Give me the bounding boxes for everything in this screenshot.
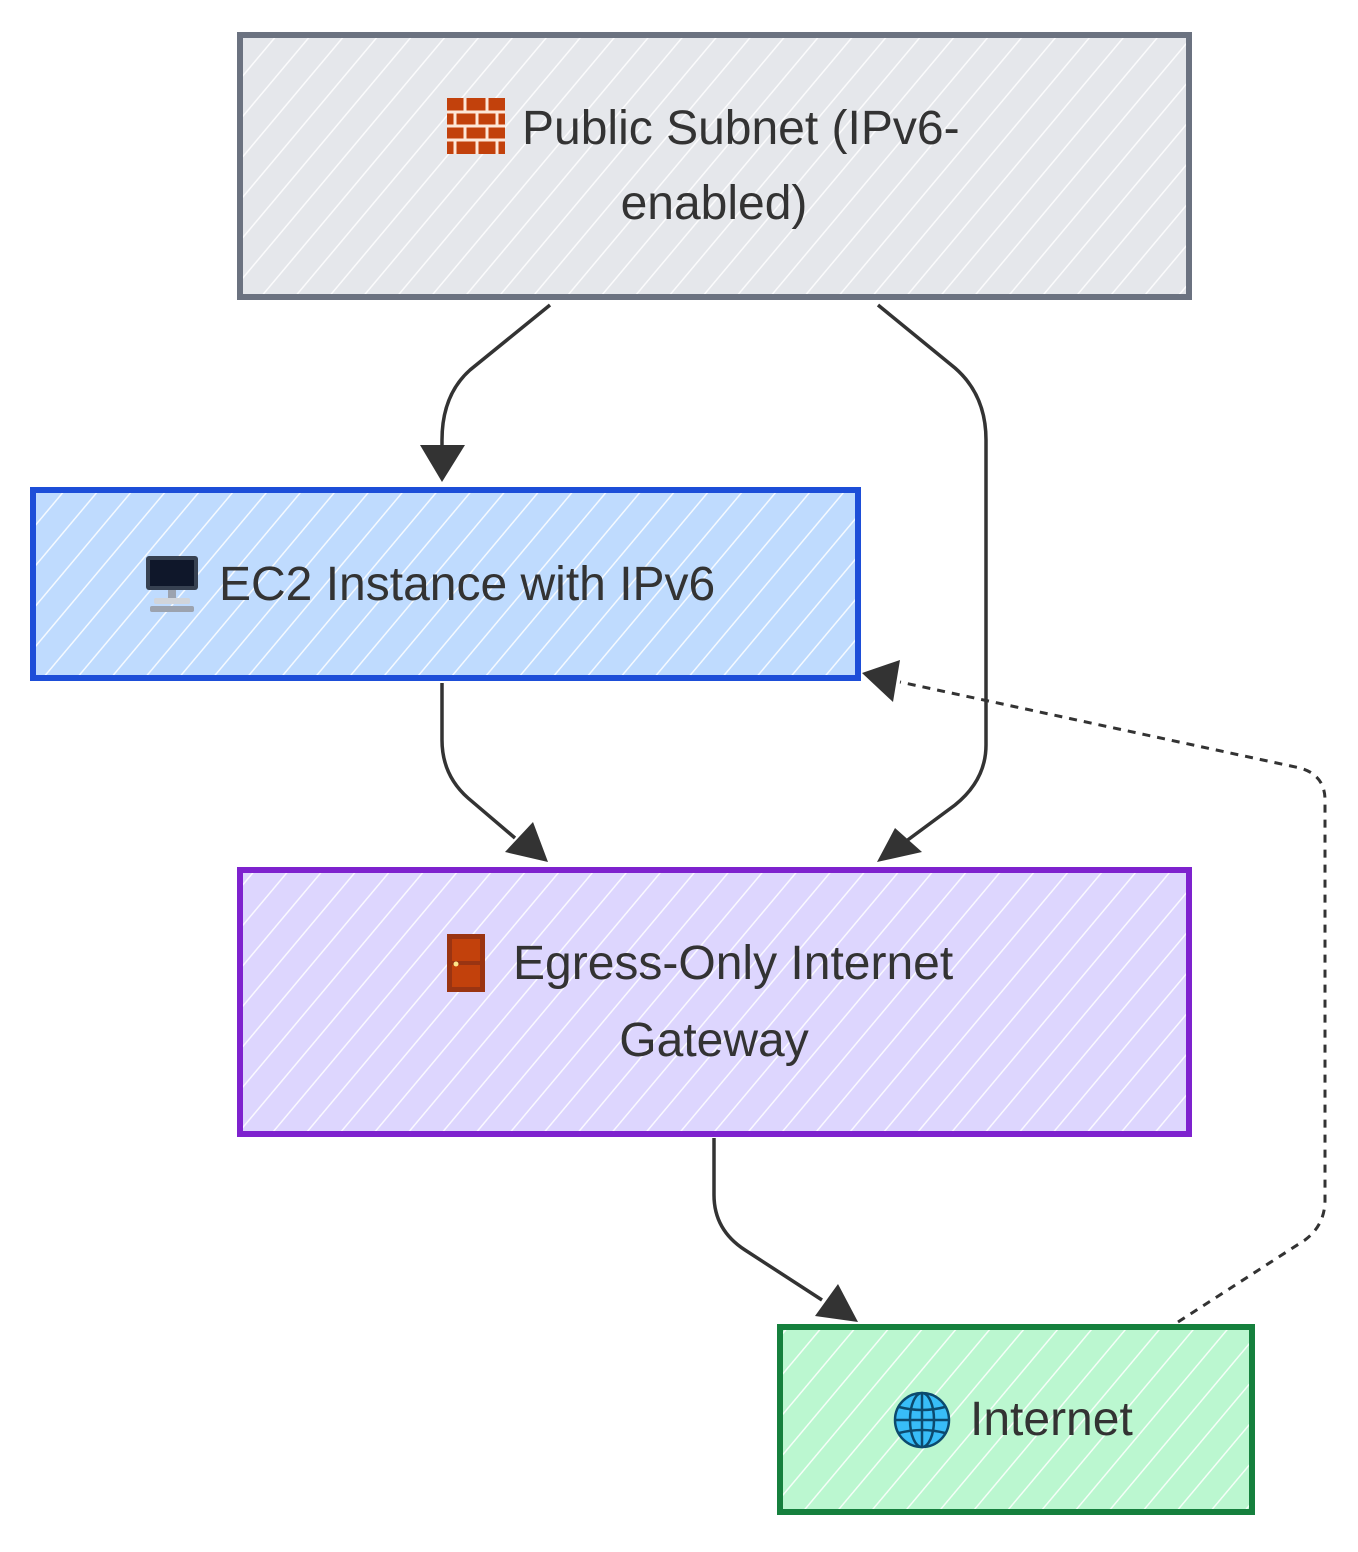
door-icon (447, 934, 485, 992)
node-ec2-instance[interactable]: EC2 Instance with IPv6 (30, 487, 861, 681)
node-internet[interactable]: Internet (777, 1324, 1255, 1515)
globe-icon (893, 1391, 951, 1449)
node-ec2-instance-label: EC2 Instance with IPv6 (219, 558, 715, 611)
arrowhead-gateway-to-internet (815, 1284, 858, 1322)
desktop-computer-icon (146, 556, 198, 612)
node-egress-gateway-label-line2: Gateway (619, 1014, 808, 1067)
edges (420, 303, 1327, 1324)
edge-subnet-to-ec2 (440, 303, 552, 450)
edge-ec2-to-gateway (440, 683, 517, 840)
node-public-subnet[interactable]: Public Subnet (IPv6- enabled) (237, 32, 1192, 300)
node-egress-gateway-label-line1: Egress-Only Internet (513, 937, 953, 990)
node-internet-label: Internet (970, 1393, 1133, 1446)
node-public-subnet-label-line2: enabled) (621, 177, 808, 230)
node-public-subnet-label-line1: Public Subnet (IPv6- (522, 102, 960, 155)
arrowhead-subnet-to-ec2 (420, 445, 465, 482)
edge-subnet-to-gateway (876, 303, 988, 844)
edge-internet-to-ec2-dashed (899, 680, 1327, 1324)
brick-icon (447, 98, 505, 154)
edge-gateway-to-internet (712, 1138, 823, 1302)
node-egress-gateway[interactable]: Egress-Only Internet Gateway (237, 867, 1192, 1137)
arrowhead-internet-to-ec2 (862, 660, 900, 702)
arrowhead-ec2-to-gateway (505, 822, 548, 862)
arrowhead-subnet-to-gateway (877, 828, 922, 862)
